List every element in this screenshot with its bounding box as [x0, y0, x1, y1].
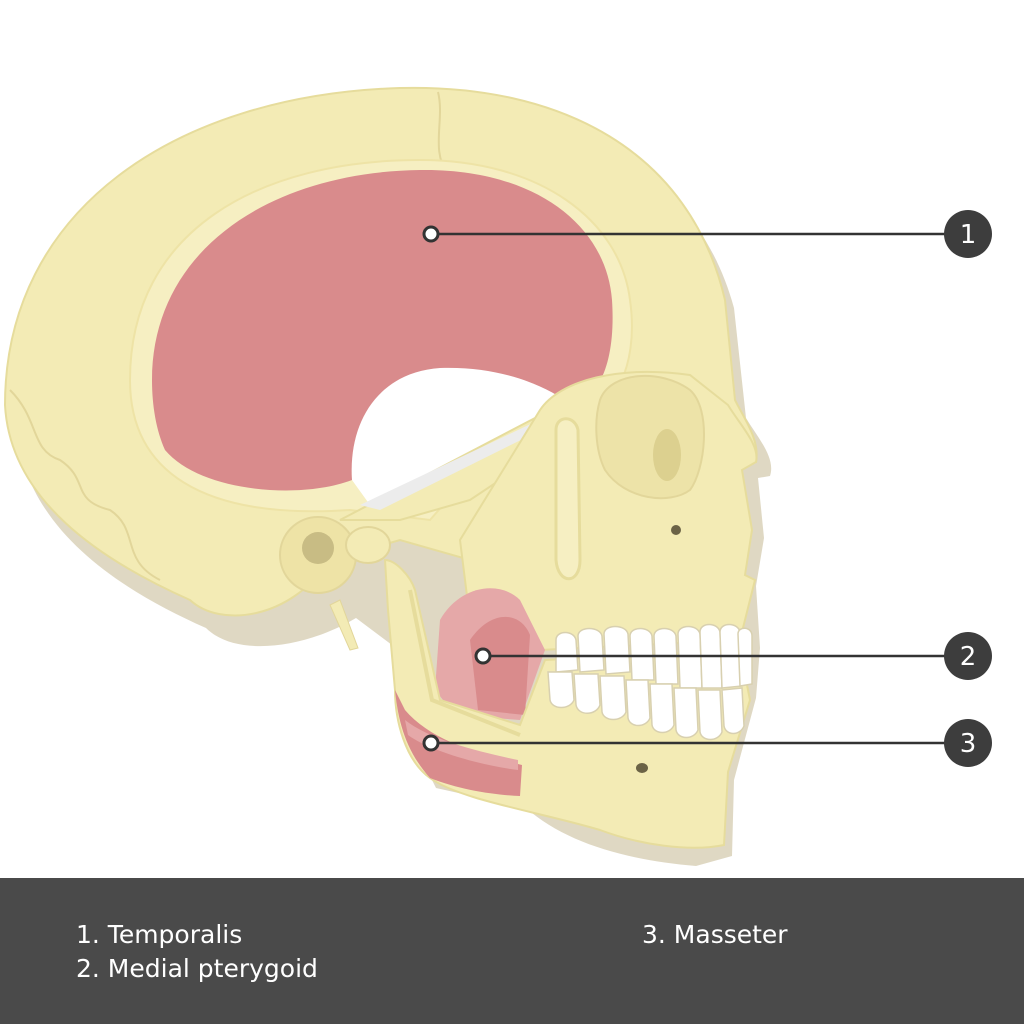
callout-badge-2: 2: [944, 632, 992, 680]
zygomatic-bone: [554, 417, 582, 581]
legend-panel: 1. Temporalis 2. Medial pterygoid 3. Mas…: [0, 878, 1024, 1024]
optic-canal: [653, 429, 681, 481]
arch-highlight: [360, 410, 565, 510]
orbit: [595, 374, 705, 500]
styloid-process: [329, 599, 359, 651]
medial-pterygoid-inner: [470, 616, 530, 715]
callout-number-3: 3: [960, 729, 977, 759]
temporalis-muscle: [152, 169, 613, 491]
mental-foramen: [636, 763, 648, 773]
lower-teeth: [547, 671, 745, 741]
pointer-dot-1: [422, 225, 440, 243]
legend-item-medial-pterygoid: 2. Medial pterygoid: [76, 954, 318, 983]
mandible-ramus-line: [408, 589, 521, 737]
skull-diagram: 1 2 3: [3, 86, 992, 867]
masseter-muscle: [395, 690, 522, 796]
pointer-dot-2: [474, 647, 492, 665]
mandibular-condyle: [345, 526, 391, 564]
pointer-dot-3: [422, 734, 440, 752]
legend-item-masseter: 3. Masseter: [642, 920, 788, 949]
masseter-highlight: [405, 720, 518, 770]
callout-number-1: 1: [960, 220, 977, 250]
infraorbital-foramen: [671, 525, 681, 535]
lambdoid-suture: [9, 389, 161, 581]
callout-badge-3: 3: [944, 719, 992, 767]
infratemporal-gap: [351, 367, 572, 505]
legend-item-temporalis: 1. Temporalis: [76, 920, 243, 949]
ear-canal: [302, 532, 334, 564]
callout-badge-1: 1: [944, 210, 992, 258]
callout-number-2: 2: [960, 642, 977, 672]
